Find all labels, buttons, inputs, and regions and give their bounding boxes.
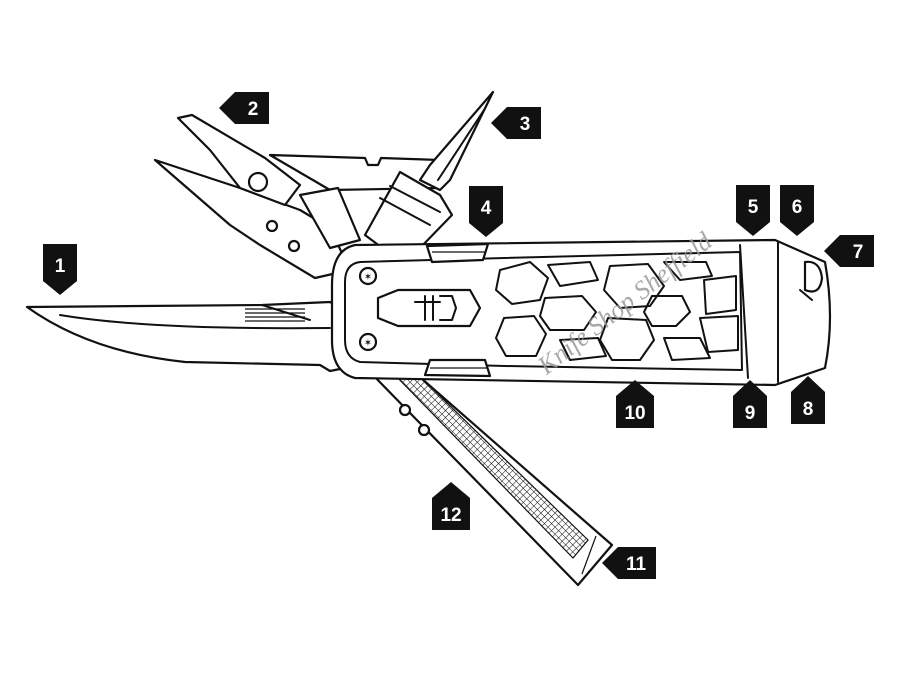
callout-label: 4 [481,198,492,219]
callout-7: 7 [824,235,874,267]
brand-logo-icon [414,295,457,321]
callout-8: 8 [791,376,825,424]
callout-5: 5 [736,185,770,236]
callout-4: 4 [469,186,503,237]
callout-1: 1 [43,244,77,295]
svg-text:✶: ✶ [364,272,372,283]
callout-label: 3 [520,114,531,135]
callout-11: 11 [602,547,656,579]
callout-label: 12 [440,505,461,526]
callout-label: 9 [745,403,756,424]
callout-label: 2 [248,99,259,120]
callout-12: 12 [432,482,470,530]
svg-text:✶: ✶ [364,338,372,349]
callout-label: 5 [748,197,759,218]
handle: ✶ ✶ [330,238,832,387]
file-tool [368,362,614,587]
callout-2: 2 [219,92,269,124]
callout-6: 6 [780,185,814,236]
callout-10: 10 [616,380,654,428]
scissors-tool [153,113,442,280]
callout-label: 10 [624,403,645,424]
knife-blade [25,300,347,373]
callout-label: 8 [803,399,814,420]
callout-label: 7 [853,242,864,263]
callout-3: 3 [491,107,541,139]
callout-label: 11 [626,554,647,575]
callout-label: 6 [792,197,803,218]
callout-label: 1 [55,256,66,277]
callout-9: 9 [733,380,767,428]
